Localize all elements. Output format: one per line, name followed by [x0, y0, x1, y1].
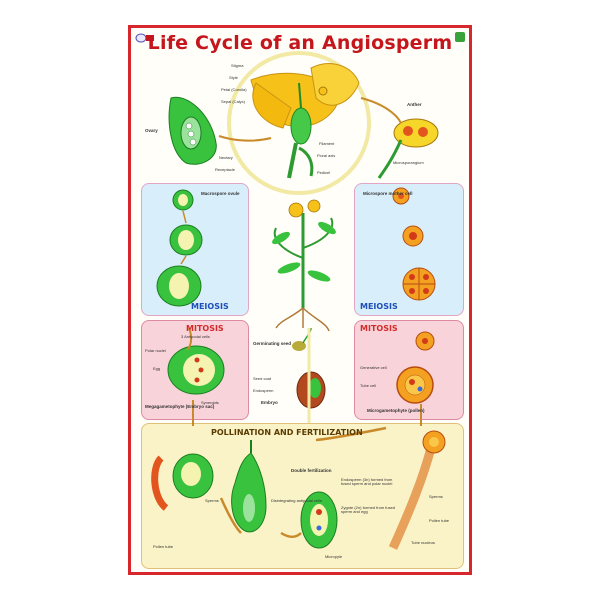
corner-badge-icon [455, 32, 465, 42]
flower-petal-right [310, 63, 360, 106]
poster-title: Life Cycle of an Angiosperm [147, 32, 453, 54]
label-microgametophyte: Microgametophyte (pollen) [367, 408, 425, 413]
microspore-mitosis-label: MITOSIS [360, 324, 398, 333]
label-pedicel: Pedicel [317, 170, 331, 175]
label-endosperm-formed: Endosperm (3n) formed from fused sperm a… [341, 477, 393, 487]
label-stigma: Stigma [231, 63, 244, 68]
pollen-tube-right [388, 446, 436, 550]
plant-flower-2 [307, 199, 321, 213]
label-double-fertilization: Double fertilization [291, 468, 332, 473]
label-style: Style [229, 75, 238, 80]
macrospore-meiosis-label: MEIOSIS [191, 302, 229, 311]
label-macrospore-ovule: Macrospore ovule [201, 191, 240, 196]
label-tube-cell: Tube cell [360, 383, 377, 388]
label-petal: Petal (Corolla) [221, 87, 247, 92]
label-sperm-left: Sperms [205, 498, 219, 503]
label-filament: Filament [319, 141, 335, 146]
flower-highlight-circle [227, 51, 371, 195]
label-microspore-mother: Microspore mother cell [363, 191, 413, 196]
flower-stem [287, 142, 298, 179]
label-egg: Egg [153, 366, 161, 371]
macrospore-mitosis-label: MITOSIS [186, 324, 224, 333]
label-synergids: Synergids [201, 400, 219, 405]
pistil-fertilization [231, 452, 267, 533]
label-tube-nucleus: Tube nucleus [411, 540, 435, 545]
microspore-meiosis-label: MEIOSIS [360, 302, 398, 311]
plant-flower-1 [288, 202, 304, 218]
label-sepal: Sepal (Calyx) [221, 99, 246, 104]
arrow-to-ovary [218, 135, 272, 142]
label-antipodal: 3 Antipodal cells [181, 334, 210, 339]
flower-petal-left [252, 82, 292, 129]
flower-anther [318, 86, 328, 96]
label-ovary: Ovary [145, 128, 158, 133]
label-receptacle: Receptacle [215, 167, 236, 172]
label-generative-cell: Generative cell [360, 365, 387, 370]
label-zygote: Zygote (2n) formed from fused sperm and … [341, 505, 396, 515]
label-sperms-right: Sperms [429, 494, 443, 499]
label-germinating-seed: Germinating seed [253, 341, 292, 346]
label-nectary: Nectary [219, 155, 233, 160]
arrow-to-anther [360, 97, 402, 124]
label-polar-nuclei: Polar nuclei [145, 348, 166, 353]
plant-roots [275, 307, 330, 332]
label-megagametophyte: Megagametophyte (Embryo sac) [145, 404, 215, 409]
poster: Life Cycle of an Angiosperm [128, 25, 472, 575]
label-embryo: Embryo [261, 400, 278, 405]
label-pollen-tube-right: Pollen tube [429, 518, 450, 523]
label-anther: Anther [407, 102, 422, 107]
pollination-heading: POLLINATION AND FERTILIZATION [211, 428, 363, 437]
label-pollen-tube-left: Pollen tube [153, 544, 174, 549]
life-cycle-illustration [151, 51, 446, 550]
label-microsporangium: Microsporangium [393, 160, 424, 165]
flower-style [298, 82, 302, 109]
germinating-seed-icon [292, 341, 306, 351]
label-endosperm: Endosperm [253, 388, 274, 393]
label-disintegrating: Disintegrating antipodal cells [271, 498, 322, 503]
label-seed-coat: Seed coat [253, 376, 272, 381]
flower-ovary [290, 107, 312, 145]
anther-enlarged [393, 118, 439, 148]
label-micropyle: Micropyle [325, 554, 343, 559]
pollen-tube-left [151, 455, 169, 511]
label-floral-axis: Floral axis [317, 153, 336, 158]
logo-icon [135, 33, 154, 43]
